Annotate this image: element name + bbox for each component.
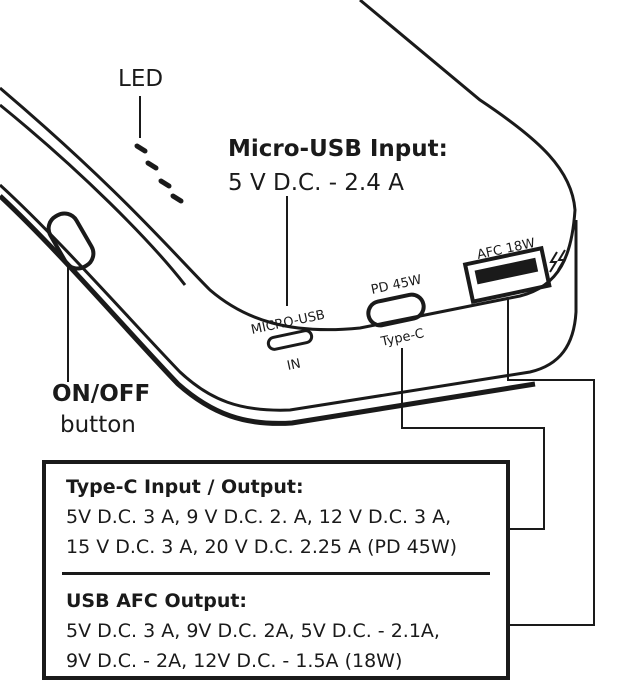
on-off-subtitle: button [60, 412, 136, 438]
led-dot [145, 160, 159, 171]
usb-afc-spec-line: 5V D.C. 3 A, 9V D.C. 2A, 5V D.C. - 2.1A, [66, 620, 440, 642]
usb-afc-spec-line: 9V D.C. - 2A, 12V D.C. - 1.5A (18W) [66, 650, 403, 672]
micro-usb-port [266, 329, 314, 351]
device-side-edge [0, 183, 578, 412]
type-c-spec-line: 5V D.C. 3 A, 9 V D.C. 2. A, 12 V D.C. 3 … [66, 506, 452, 528]
spec-box: Type-C Input / Output: 5V D.C. 3 A, 9 V … [42, 460, 510, 680]
on-off-title: ON/OFF [52, 381, 151, 407]
type-c-connector-line [401, 348, 545, 530]
micro-usb-spec: 5 V D.C. - 2.4 A [228, 170, 404, 196]
micro-usb-title: Micro-USB Input: [228, 136, 448, 162]
led-dot [158, 178, 172, 189]
afc-usb-port [462, 245, 552, 305]
device-body-outline [0, 0, 577, 332]
usb-afc-spec-title: USB AFC Output: [66, 590, 248, 612]
type-c-port-label: Type-C [379, 326, 426, 350]
power-button [46, 211, 96, 271]
lightning-icon [549, 249, 566, 273]
type-c-port [366, 292, 426, 328]
afc-port-label: AFC 18W [476, 236, 537, 263]
device-base-edge [0, 194, 536, 426]
spec-box-divider [62, 572, 490, 575]
led-label: LED [118, 66, 164, 92]
micro-usb-in-label: IN [286, 356, 302, 373]
device-top-edge [0, 103, 187, 286]
type-c-spec-title: Type-C Input / Output: [66, 476, 304, 498]
led-indicators [134, 143, 184, 204]
afc-connector-line [507, 298, 595, 626]
led-dot [134, 143, 148, 154]
type-c-spec-line: 15 V D.C. 3 A, 20 V D.C. 2.25 A (PD 45W) [66, 536, 458, 558]
led-dot [170, 193, 184, 204]
